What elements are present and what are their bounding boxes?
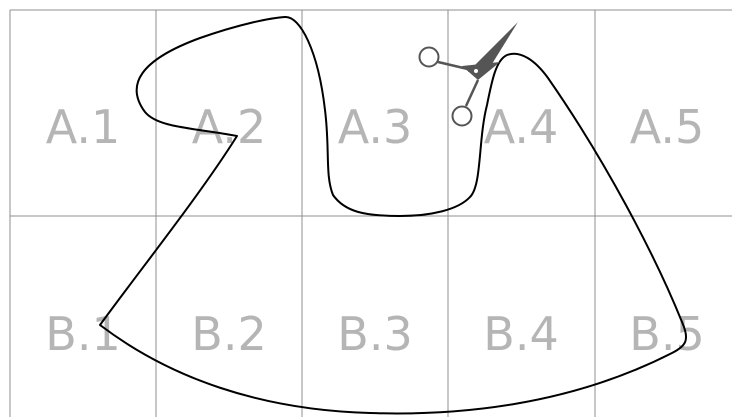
cell-label-b1: B.1: [45, 307, 120, 361]
scissors-handle-upper: [418, 46, 440, 68]
scissors-blade-upper: [468, 22, 518, 72]
cell-label-a2: A.2: [192, 100, 267, 154]
cell-label-b2: B.2: [191, 307, 266, 361]
scissors-icon: [418, 22, 518, 127]
cell-label-b5: B.5: [629, 307, 704, 361]
cell-label-b3: B.3: [337, 307, 412, 361]
cell-label-a5: A.5: [630, 100, 705, 154]
cell-label-b4: B.4: [483, 307, 558, 361]
scissors-handle-lower: [451, 105, 473, 127]
cell-labels: A.1 A.2 A.3 A.4 A.5 B.1 B.2 B.3 B.4 B.5: [45, 100, 704, 361]
scissors-pivot: [474, 69, 478, 73]
scissors-shank-lower: [464, 79, 480, 107]
cell-label-a3: A.3: [338, 100, 413, 154]
cell-label-a4: A.4: [484, 100, 559, 154]
pattern-outline: [99, 15, 688, 415]
grid: [9, 9, 732, 417]
cell-label-a1: A.1: [46, 100, 121, 154]
